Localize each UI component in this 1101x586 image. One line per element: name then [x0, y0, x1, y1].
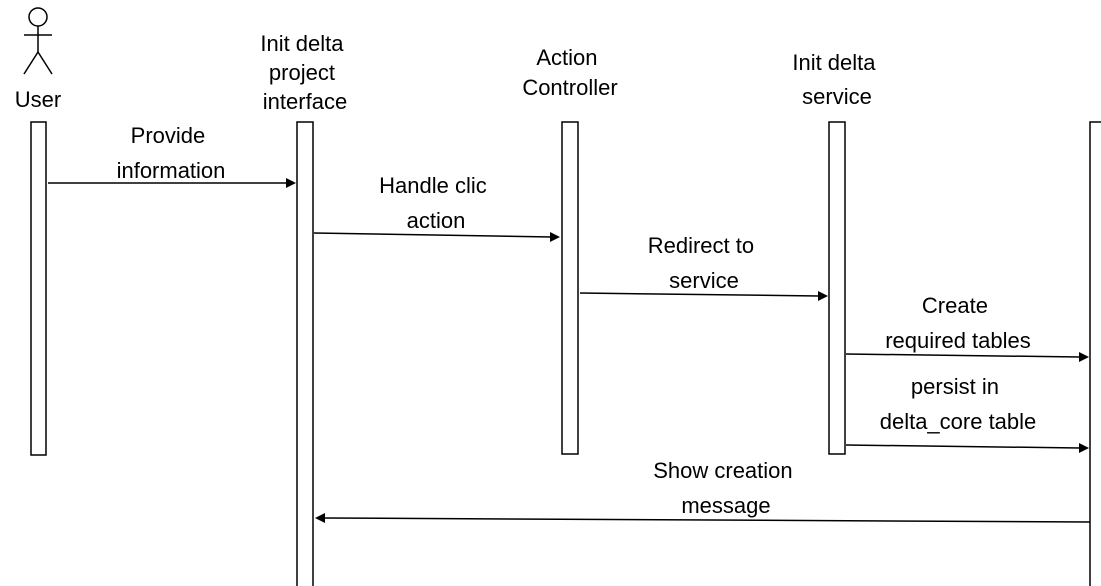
message-arrow-handle	[313, 232, 560, 242]
activation-bar-service	[828, 121, 846, 455]
message-label-create: Create required tables	[885, 293, 1031, 353]
participant-label-interface: Init delta project interface	[260, 31, 349, 114]
participant-label-controller: Action Controller	[522, 45, 617, 100]
message-arrow-persist	[845, 443, 1089, 453]
participant-label-user: User	[15, 87, 61, 112]
message-label-redirect: Redirect to service	[648, 233, 761, 293]
message-label-persist: persist in delta_core table	[880, 374, 1037, 434]
message-label-provide: Provide information	[117, 123, 226, 183]
activation-bar-controller	[561, 121, 579, 455]
message-arrow-provide	[48, 178, 296, 188]
message-label-show: Show creation message	[653, 458, 799, 518]
message-arrow-create	[845, 352, 1089, 362]
activation-bar-user	[30, 121, 47, 456]
message-arrow-redirect	[579, 291, 828, 301]
activation-bar-database	[1089, 121, 1101, 586]
participant-label-service: Init delta service	[792, 50, 881, 109]
user-actor-icon	[23, 7, 53, 75]
activation-bar-interface	[296, 121, 314, 586]
message-label-handle: Handle clic action	[379, 173, 493, 233]
message-arrow-show	[315, 513, 1091, 523]
